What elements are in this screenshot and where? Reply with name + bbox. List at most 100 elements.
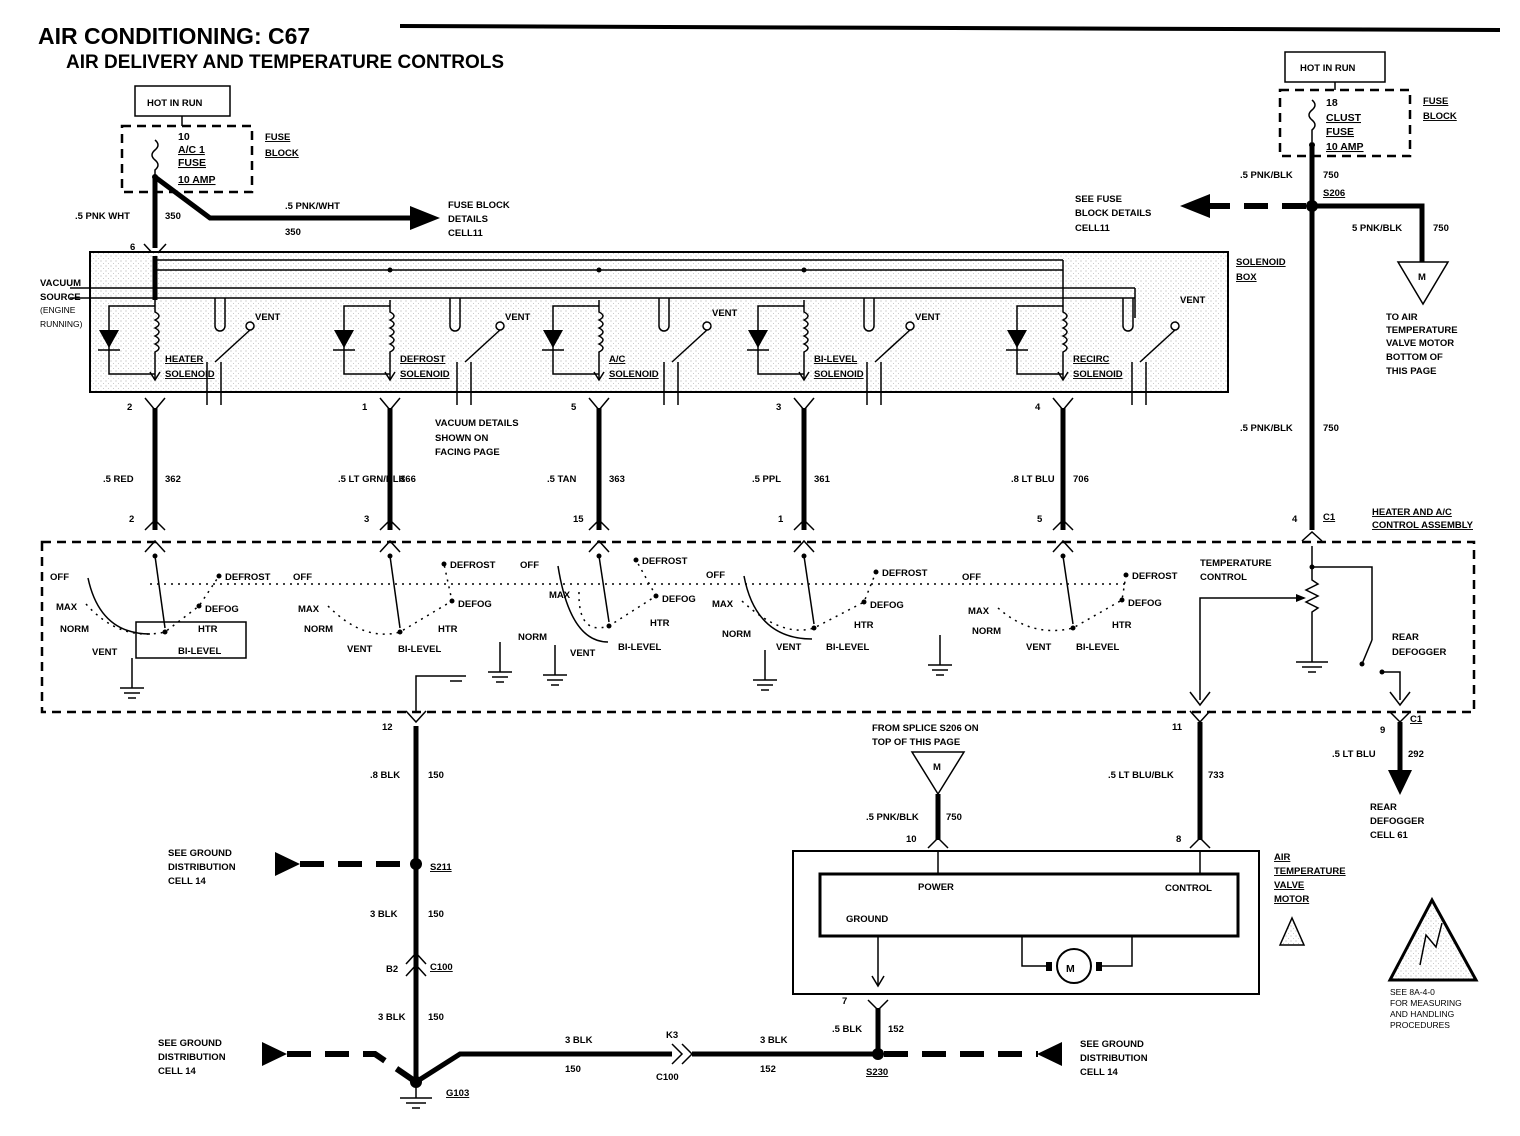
motor-ref-triangle-bottom bbox=[910, 751, 966, 796]
left-supply: HOT IN RUN 10 A/C 1 FUSE 10 AMP FUSE BLO… bbox=[75, 85, 510, 258]
svg-text:750: 750 bbox=[946, 812, 962, 823]
svg-text:CONTROL: CONTROL bbox=[1200, 572, 1247, 583]
switch-wiper bbox=[154, 555, 166, 629]
svg-text:VENT: VENT bbox=[1026, 642, 1052, 653]
svg-text:OFF: OFF bbox=[520, 560, 539, 571]
svg-text:PROCEDURES: PROCEDURES bbox=[1390, 1020, 1450, 1030]
diode-icon bbox=[748, 330, 768, 348]
svg-text:AND HANDLING: AND HANDLING bbox=[1390, 1009, 1454, 1019]
svg-text:DEFOG: DEFOG bbox=[205, 604, 239, 615]
solenoid-coil-icon bbox=[388, 300, 395, 380]
svg-text:TEMPERATURE: TEMPERATURE bbox=[1200, 558, 1272, 569]
svg-text:VALVE: VALVE bbox=[1274, 880, 1304, 891]
svg-text:DEFOG: DEFOG bbox=[662, 594, 696, 605]
right-supply: HOT IN RUN 18 CLUST FUSE 10 AMP FUSE BLO… bbox=[1075, 51, 1458, 530]
svg-text:2: 2 bbox=[127, 402, 132, 413]
svg-text:DISTRIBUTION: DISTRIBUTION bbox=[1080, 1053, 1148, 1064]
vent-label: VENT bbox=[915, 312, 941, 323]
svg-text:18: 18 bbox=[1326, 97, 1338, 109]
svg-text:350: 350 bbox=[285, 227, 301, 238]
htr-bilevel-box bbox=[135, 621, 247, 659]
svg-text:G103: G103 bbox=[446, 1088, 469, 1099]
vent-label: VENT bbox=[1180, 295, 1206, 306]
svg-text:FUSE: FUSE bbox=[1423, 96, 1448, 107]
valve-lever bbox=[214, 329, 251, 363]
svg-text:DEFROST: DEFROST bbox=[450, 560, 496, 571]
valve-port-icon bbox=[1122, 298, 1134, 332]
svg-text:DEFOG: DEFOG bbox=[1128, 598, 1162, 609]
svg-text:SOLENOID: SOLENOID bbox=[1073, 369, 1123, 380]
wire-color-label: .5 LT GRN/BLK bbox=[338, 474, 406, 485]
svg-text:6: 6 bbox=[130, 242, 135, 253]
svg-text:4: 4 bbox=[1035, 402, 1041, 413]
svg-text:TOP OF THIS PAGE: TOP OF THIS PAGE bbox=[872, 737, 960, 748]
svg-text:OFF: OFF bbox=[293, 572, 312, 583]
svg-text:SOLENOID: SOLENOID bbox=[1236, 257, 1286, 268]
svg-text:5 PNK/BLK: 5 PNK/BLK bbox=[1352, 223, 1402, 234]
svg-text:REAR: REAR bbox=[1392, 632, 1419, 643]
vacuum-source-label: VACUUM bbox=[40, 278, 81, 289]
svg-text:BLOCK: BLOCK bbox=[265, 148, 299, 159]
wire-color-label: .5 TAN bbox=[547, 474, 577, 485]
svg-text:.5 LT BLU/BLK: .5 LT BLU/BLK bbox=[1108, 770, 1174, 781]
svg-text:DEFROST: DEFROST bbox=[225, 572, 271, 583]
svg-text:4: 4 bbox=[1292, 514, 1298, 525]
svg-text:FUSE: FUSE bbox=[1326, 126, 1354, 138]
svg-text:MAX: MAX bbox=[298, 604, 320, 615]
solenoid-name: HEATER bbox=[165, 354, 203, 365]
wire-circuit-label: 361 bbox=[814, 474, 831, 485]
fuse-left-name: A/C 1 bbox=[178, 144, 205, 156]
svg-text:8: 8 bbox=[1176, 834, 1181, 845]
svg-text:DEFOGGER: DEFOGGER bbox=[1370, 816, 1425, 827]
vacuum-details-note: VACUUM DETAILS bbox=[435, 418, 519, 429]
vent-label: VENT bbox=[505, 312, 531, 323]
arrow-fuse-block-details bbox=[410, 206, 440, 230]
air-temp-valve-motor: FROM SPLICE S206 ON TOP OF THIS PAGE M .… bbox=[792, 710, 1346, 1078]
svg-text:15: 15 bbox=[573, 514, 584, 525]
svg-text:REAR: REAR bbox=[1370, 802, 1397, 813]
svg-text:VENT: VENT bbox=[776, 642, 802, 653]
fuse-left-num: 10 bbox=[178, 131, 190, 143]
svg-text:152: 152 bbox=[760, 1064, 776, 1075]
svg-text:7: 7 bbox=[842, 996, 847, 1007]
svg-text:VENT: VENT bbox=[570, 648, 596, 659]
esd-warning: SEE 8A-4-0 FOR MEASURING AND HANDLING PR… bbox=[1387, 896, 1479, 1030]
arrow-ground-dist-3 bbox=[1037, 1042, 1062, 1066]
svg-text:SOLENOID: SOLENOID bbox=[609, 369, 659, 380]
svg-text:SEE FUSE: SEE FUSE bbox=[1075, 194, 1122, 205]
valve-port-icon bbox=[658, 298, 670, 332]
svg-text:.5 LT BLU: .5 LT BLU bbox=[1332, 749, 1376, 760]
rear-defogger-switch bbox=[1361, 639, 1373, 665]
splice-s211 bbox=[410, 858, 422, 870]
wire-circuit-label: 706 bbox=[1073, 474, 1089, 485]
svg-text:BOX: BOX bbox=[1236, 272, 1257, 283]
svg-text:DETAILS: DETAILS bbox=[448, 214, 488, 225]
splice-s230 bbox=[872, 1048, 884, 1060]
motor-ref-triangle-top bbox=[1396, 261, 1450, 306]
svg-text:BI-LEVEL: BI-LEVEL bbox=[826, 642, 869, 653]
svg-text:AIR: AIR bbox=[1274, 852, 1291, 863]
solenoid-name: DEFROST bbox=[400, 354, 446, 365]
svg-text:CELL 14: CELL 14 bbox=[1080, 1067, 1119, 1078]
svg-text:VENT: VENT bbox=[347, 644, 373, 655]
svg-text:750: 750 bbox=[1323, 423, 1339, 434]
svg-text:MAX: MAX bbox=[549, 590, 571, 601]
svg-text:RUNNING): RUNNING) bbox=[40, 319, 83, 329]
arrow-see-fuse-block bbox=[1180, 194, 1210, 218]
svg-text:12: 12 bbox=[382, 722, 393, 733]
switch-wiper bbox=[803, 555, 815, 625]
svg-text:M: M bbox=[1418, 272, 1426, 283]
svg-text:150: 150 bbox=[428, 909, 444, 920]
motor-symbol-icon bbox=[1056, 948, 1092, 984]
svg-text:BI-LEVEL: BI-LEVEL bbox=[1076, 642, 1119, 653]
wire-circuit-label: 362 bbox=[165, 474, 181, 485]
arrow-ground-dist-1 bbox=[275, 852, 300, 876]
svg-text:GROUND: GROUND bbox=[846, 914, 888, 925]
svg-text:CONTROL ASSEMBLY: CONTROL ASSEMBLY bbox=[1372, 520, 1474, 531]
svg-text:DEFROST: DEFROST bbox=[642, 556, 688, 567]
svg-text:10: 10 bbox=[906, 834, 917, 845]
svg-text:3 BLK: 3 BLK bbox=[760, 1035, 788, 1046]
svg-text:150: 150 bbox=[428, 770, 444, 781]
